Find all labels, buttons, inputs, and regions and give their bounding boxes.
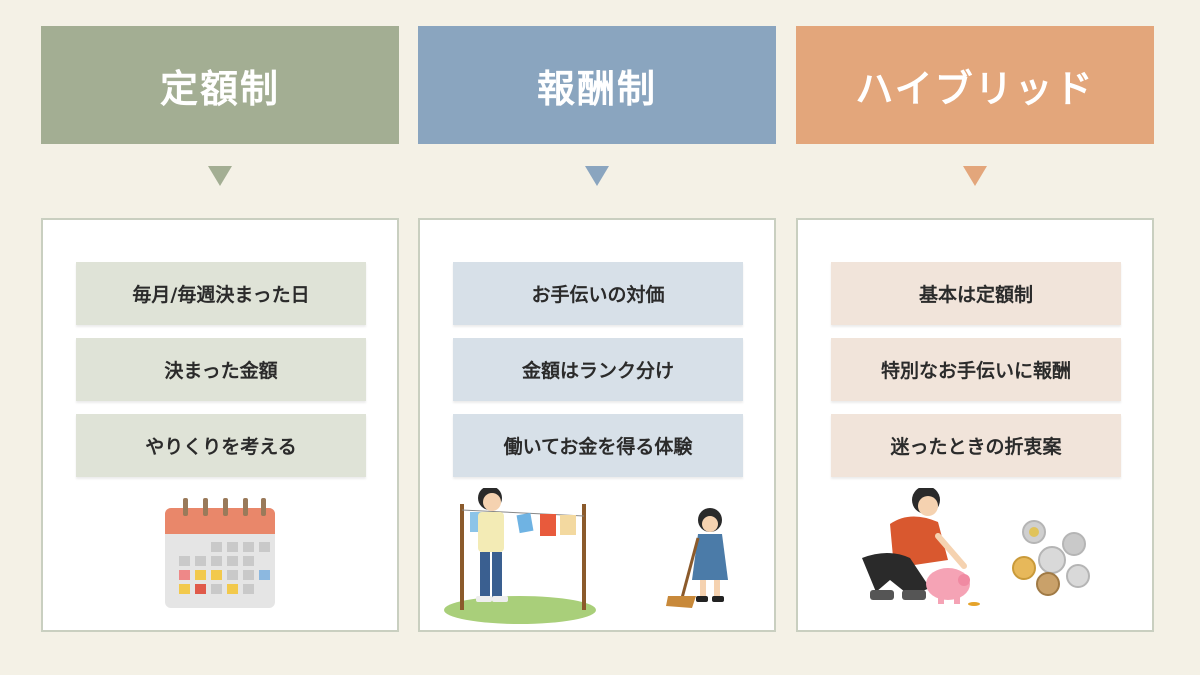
column-card: 毎月/毎週決まった日 決まった金額 やりくりを考える: [41, 218, 399, 632]
list-item: 金額はランク分け: [453, 338, 743, 401]
column-reward: 報酬制 お手伝いの対価 金額はランク分け 働いてお金を得る体験: [418, 0, 776, 675]
list-item: お手伝いの対価: [453, 262, 743, 325]
list-item: やりくりを考える: [76, 414, 366, 477]
down-arrow-icon: [963, 166, 987, 186]
list-item: 決まった金額: [76, 338, 366, 401]
list-item: 迷ったときの折衷案: [831, 414, 1121, 477]
down-arrow-icon: [208, 166, 232, 186]
column-header: 定額制: [41, 26, 399, 144]
list-item: 毎月/毎週決まった日: [76, 262, 366, 325]
down-arrow-icon: [585, 166, 609, 186]
children-doing-chores-illustration: [444, 488, 728, 624]
column-card: 基本は定額制 特別なお手伝いに報酬 迷ったときの折衷案: [796, 218, 1154, 632]
list-item: 働いてお金を得る体験: [453, 414, 743, 477]
list-item: 特別なお手伝いに報酬: [831, 338, 1121, 401]
column-header: ハイブリッド: [796, 26, 1154, 144]
column-header: 報酬制: [418, 26, 776, 144]
list-item: 基本は定額制: [831, 262, 1121, 325]
column-card: お手伝いの対価 金額はランク分け 働いてお金を得る体験: [418, 218, 776, 632]
calendar-icon: [165, 498, 275, 608]
column-hybrid: ハイブリッド 基本は定額制 特別なお手伝いに報酬 迷ったときの折衷案: [796, 0, 1154, 675]
column-fixed: 定額制 毎月/毎週決まった日 決まった金額 やりくりを考える: [41, 0, 399, 675]
piggy-bank-coins-illustration: [862, 488, 1090, 606]
